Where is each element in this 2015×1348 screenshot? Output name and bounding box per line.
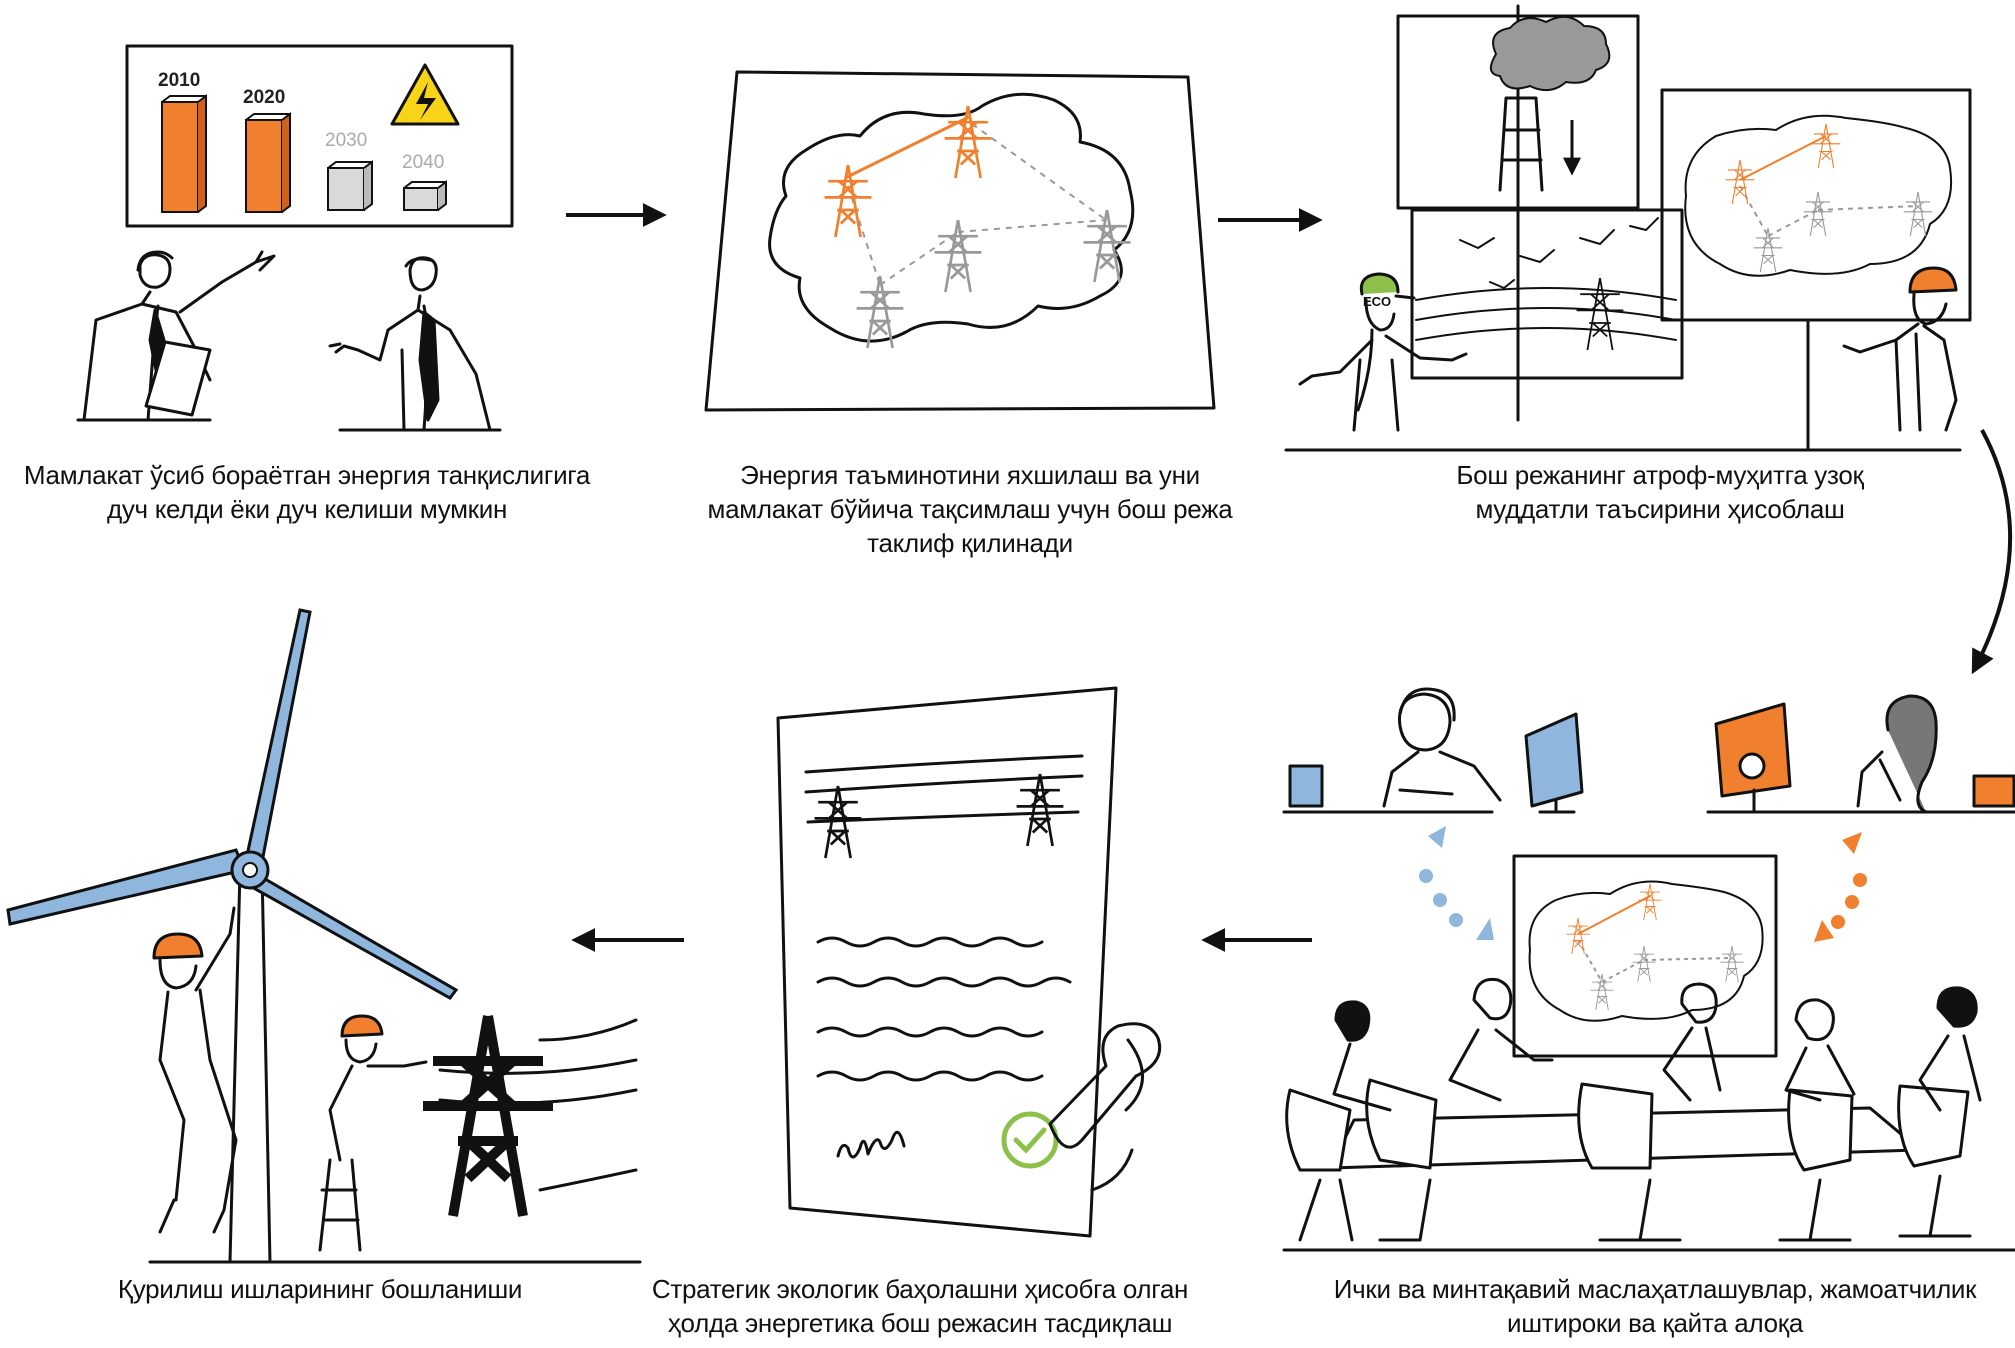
turbine-blade-right <box>247 874 459 1000</box>
step-5-illustration <box>776 686 1162 1238</box>
turbine-blade-up <box>244 608 312 864</box>
step-3-illustration: ECO <box>1284 4 1972 452</box>
feedback-dots-orange <box>1814 832 1867 942</box>
presenter-person <box>76 250 276 422</box>
caption-line: дуч келди ёки дуч келиши мумкин <box>106 494 508 524</box>
caption-line: Стратегик экологик баҳолашни ҳисобга олг… <box>651 1274 1189 1304</box>
caption-line: Энергия таъминотини яхшилаш ва уни <box>740 460 1200 490</box>
bar-2020 <box>245 119 283 213</box>
high-voltage-warning-icon <box>390 63 460 126</box>
feedback-dots-blue <box>1419 826 1494 940</box>
step-5-caption: Стратегик экологик баҳолашни ҳисобга олг… <box>600 1272 1240 1340</box>
remote-participant-right <box>1706 694 2015 814</box>
bar-2030 <box>327 167 365 211</box>
bar-year-2020: 2020 <box>243 87 285 108</box>
caption-line: Ички ва минтақавий маслаҳатлашувлар, жам… <box>1333 1274 1977 1304</box>
bar-2010 <box>161 101 199 213</box>
bar-year-2010: 2010 <box>158 70 200 91</box>
step-2-caption: Энергия таъминотини яхшилаш ва уни мамла… <box>670 458 1270 560</box>
approval-stamp <box>1001 1022 1162 1169</box>
step-6-illustration <box>6 608 642 1264</box>
step-3-caption: Бош режанинг атроф-муҳитга узоқ муддатли… <box>1380 458 1940 526</box>
meeting-table <box>1282 977 2015 1252</box>
caption-line: Бош режанинг атроф-муҳитга узоқ <box>1456 460 1864 490</box>
caption-line: иштироки ва қайта алоқа <box>1506 1308 1804 1338</box>
caption-line: Қурилиш ишларининг бошланиши <box>117 1274 523 1304</box>
worker-on-turbine <box>152 906 238 1234</box>
flow-arrow-3 <box>1971 429 2013 675</box>
bar-year-2030: 2030 <box>325 130 367 151</box>
energy-bar-chart: 2010 2020 2030 2040 <box>158 70 447 213</box>
step-4-caption: Ички ва минтақавий маслаҳатлашувлар, жам… <box>1300 1272 2010 1340</box>
caption-line: таклиф қилинади <box>867 528 1073 558</box>
step-1-caption: Мамлакат ўсиб бораётган энергия танқисли… <box>0 458 614 526</box>
caption-line: ҳолда энергетика бош режасин тасдиқлаш <box>667 1308 1173 1338</box>
listener-person <box>328 256 502 432</box>
bar-2040 <box>403 187 439 211</box>
caption-line: муддатли таъсирини ҳисоблаш <box>1475 494 1845 524</box>
signature <box>836 1130 906 1159</box>
step-1-illustration: 2010 2020 2030 2040 <box>76 44 514 432</box>
transmission-pylon <box>423 1016 553 1216</box>
bar-year-2040: 2040 <box>402 152 444 173</box>
step-4-illustration <box>1282 687 2015 1252</box>
eco-badge: ECO <box>1363 294 1391 309</box>
step-6-caption: Қурилиш ишларининг бошланиши <box>40 1272 600 1306</box>
turbine-blade-left <box>6 848 247 926</box>
chart-board <box>125 44 514 228</box>
caption-line: мамлакат бўйича тақсимлаш учун бош режа <box>707 494 1233 524</box>
eco-person: ECO <box>1298 272 1468 432</box>
engineer-person <box>1842 266 1958 432</box>
remote-participant-left <box>1282 687 1584 814</box>
worker-on-ladder <box>318 1014 428 1252</box>
step-2-illustration <box>704 70 1216 412</box>
caption-line: Мамлакат ўсиб бораётган энергия танқисли… <box>23 460 591 490</box>
document-paper <box>776 686 1118 1238</box>
